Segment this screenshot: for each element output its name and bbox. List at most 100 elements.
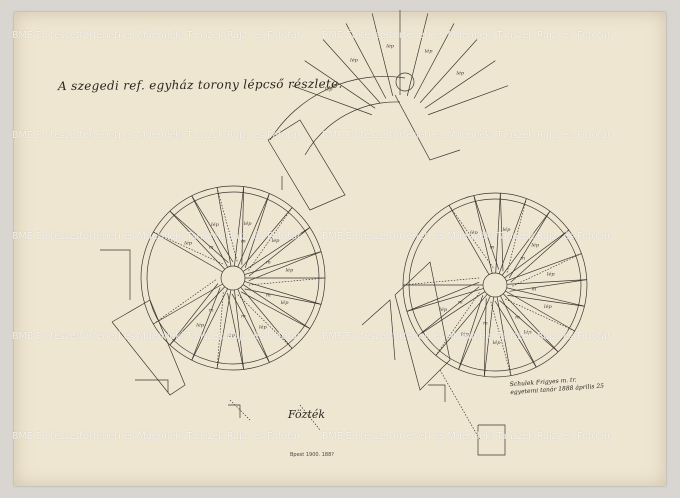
drawing-line bbox=[244, 288, 322, 305]
drawing-line bbox=[247, 207, 293, 272]
drawing-line bbox=[458, 295, 491, 370]
drawing-line bbox=[417, 286, 480, 336]
drawing-line bbox=[428, 85, 509, 116]
step-mark: m bbox=[520, 256, 525, 262]
step-label: lép bbox=[493, 339, 502, 346]
drawing-line bbox=[248, 227, 311, 277]
step-label: lép bbox=[503, 226, 512, 233]
drawing-line bbox=[506, 279, 587, 285]
left-step-block bbox=[135, 379, 169, 392]
step-label: lép bbox=[211, 221, 220, 228]
drawing-line bbox=[435, 293, 488, 356]
step-mark: m bbox=[266, 292, 271, 298]
drawing-line bbox=[216, 289, 232, 369]
drawing-line bbox=[240, 207, 293, 270]
step-label: lép bbox=[470, 229, 479, 236]
drawing-line bbox=[483, 296, 494, 377]
left-wall bbox=[100, 249, 131, 300]
step-label: lép bbox=[386, 43, 395, 50]
drawing-line bbox=[191, 287, 221, 361]
drawing-line bbox=[234, 289, 245, 370]
drawing-line bbox=[448, 205, 495, 270]
drawing-line bbox=[236, 293, 293, 349]
drawing-line bbox=[153, 231, 225, 265]
drawing-line bbox=[169, 210, 226, 270]
drawing-line bbox=[304, 60, 376, 109]
step-label: lép bbox=[184, 240, 193, 247]
archive-stamp: Bpest 1900. 188? bbox=[290, 452, 334, 458]
drawing-line bbox=[406, 288, 484, 312]
step-label: lép bbox=[350, 56, 359, 63]
drawing-line bbox=[240, 291, 311, 329]
drawing-line bbox=[505, 290, 575, 332]
drawing-line bbox=[248, 251, 322, 282]
drawing-line bbox=[169, 286, 226, 346]
step-label: lép bbox=[547, 270, 556, 277]
drawing-line bbox=[473, 195, 493, 274]
top-arc-inner bbox=[304, 101, 401, 156]
drawing-line bbox=[509, 279, 587, 292]
drawing-caption: Fözték bbox=[288, 408, 326, 421]
drawing-line bbox=[413, 23, 455, 99]
drawing-title: A szegedi ref. egyház torony lépcső rész… bbox=[57, 76, 343, 94]
drawing-line bbox=[496, 296, 512, 376]
drawing-line bbox=[458, 295, 484, 370]
drawing-line bbox=[231, 293, 270, 363]
step-label: lép bbox=[325, 86, 334, 93]
step-mark: m bbox=[531, 286, 536, 292]
left-corner-mark bbox=[228, 404, 241, 418]
drawing-line bbox=[322, 39, 381, 103]
step-mark: m bbox=[241, 313, 246, 319]
step-label: lép bbox=[524, 329, 533, 336]
step-label: lép bbox=[196, 322, 205, 329]
drawing-line bbox=[495, 193, 501, 274]
drawing-line bbox=[241, 186, 245, 265]
drawing-line bbox=[227, 292, 245, 370]
step-label: lép bbox=[456, 70, 465, 77]
drawing-line bbox=[371, 13, 394, 96]
drawing-line bbox=[494, 300, 537, 368]
drawing-line bbox=[483, 298, 487, 377]
left-landing bbox=[111, 299, 186, 396]
step-label: lép bbox=[461, 331, 470, 338]
drawing-line bbox=[216, 187, 238, 263]
right-base-box bbox=[477, 424, 506, 456]
right-step-block bbox=[428, 384, 446, 402]
step-mark: m bbox=[209, 308, 214, 314]
drawing-line bbox=[502, 293, 559, 353]
drawing-line bbox=[406, 281, 480, 312]
step-label: lép bbox=[425, 47, 434, 54]
right-wall bbox=[361, 299, 396, 361]
drawing-line bbox=[191, 195, 228, 268]
drawing-line bbox=[169, 283, 219, 346]
drawing-line bbox=[499, 193, 504, 272]
drawing-line bbox=[435, 291, 481, 356]
top-wall bbox=[394, 94, 461, 161]
drawing-line bbox=[424, 60, 496, 109]
drawing-line bbox=[191, 288, 228, 361]
drawing-line bbox=[507, 294, 585, 307]
left-spiral-newel bbox=[220, 265, 246, 291]
drawing-line bbox=[499, 300, 559, 353]
drawing-line bbox=[473, 195, 500, 270]
drawing-line bbox=[291, 85, 372, 116]
drawing-line bbox=[510, 253, 582, 288]
step-label: lép bbox=[439, 306, 448, 313]
drawing-line bbox=[419, 39, 478, 103]
drawing-line bbox=[153, 231, 223, 273]
drawing-line bbox=[510, 229, 570, 283]
drawing-line bbox=[402, 277, 481, 286]
step-label: lép bbox=[531, 242, 540, 249]
step-label: lép bbox=[285, 267, 294, 274]
step-mark: m bbox=[266, 260, 271, 266]
drawing-line bbox=[504, 229, 570, 279]
drawing-line bbox=[501, 210, 551, 276]
drawing-line bbox=[169, 210, 229, 263]
drawing-line bbox=[216, 187, 232, 267]
drawing-line bbox=[216, 290, 224, 369]
drawing-line bbox=[153, 278, 218, 325]
drawing-line bbox=[244, 281, 322, 305]
drawing-line bbox=[242, 284, 311, 329]
step-mark: m bbox=[209, 244, 214, 250]
